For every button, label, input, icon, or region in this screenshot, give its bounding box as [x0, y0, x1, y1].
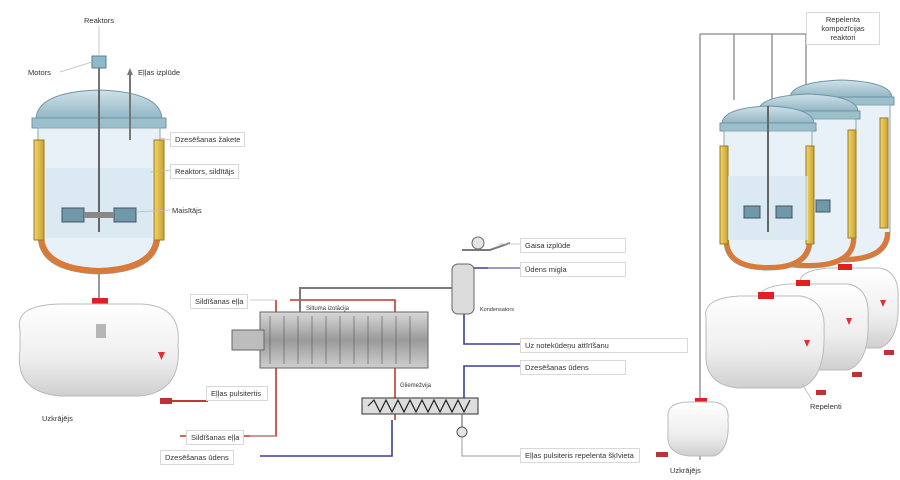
label-wastewater: Uz notekūdeņu attīrīšanu — [520, 338, 688, 353]
condenser-icon — [452, 237, 484, 314]
storage-tank-left — [19, 274, 208, 404]
label-water-mist: Ūdens migla — [520, 262, 626, 277]
label-heat-exchanger: Siltuma izolācija — [306, 305, 349, 314]
label-reactor: Reaktors — [84, 16, 114, 25]
heat-exchanger-icon — [232, 312, 428, 368]
storage-tank-bottom — [656, 398, 728, 457]
repellent-tanks — [706, 264, 899, 395]
label-screw-conveyor: Gliemežvija — [400, 382, 431, 391]
label-repellents: Repelenti — [810, 402, 842, 411]
label-heating-oil-top: Sildīšanas eļļa — [190, 294, 248, 309]
label-repellent-reactors: Repelenta kompozīcijas reaktori — [806, 12, 880, 45]
label-oil-pump: Eļļas pulsitertis — [206, 386, 268, 401]
label-condenser: Kondensators — [480, 306, 514, 315]
label-storage-bottom: Uzkrājējs — [670, 466, 701, 475]
label-heating-oil-bottom: Sildīšanas eļļa — [186, 430, 244, 445]
label-storage-left: Uzkrājējs — [42, 414, 73, 423]
pump-icon — [457, 427, 467, 437]
screw-conveyor-icon — [362, 398, 520, 456]
label-reactor-heater: Reaktors, sildītājs — [170, 164, 239, 179]
label-motor: Motors — [28, 68, 51, 77]
label-cooling-water-bottom: Dzesēšanas ūdens — [160, 450, 234, 465]
motor-icon — [92, 56, 106, 68]
label-mixer: Maisītājs — [172, 206, 202, 215]
label-gas-outlet: Gaisa izplūde — [520, 238, 626, 253]
label-oil-pump-bottom: Eļļas pulsiteris repelenta šķīvieta — [520, 448, 640, 463]
label-oil-outlet: Eļļas izplūde — [138, 68, 180, 77]
label-cooling-jacket: Dzesēšanas žakete — [170, 132, 245, 147]
label-cooling-water-right: Dzesēšanas ūdens — [520, 360, 626, 375]
main-reactor — [32, 56, 166, 274]
repellent-reactors — [700, 28, 894, 460]
